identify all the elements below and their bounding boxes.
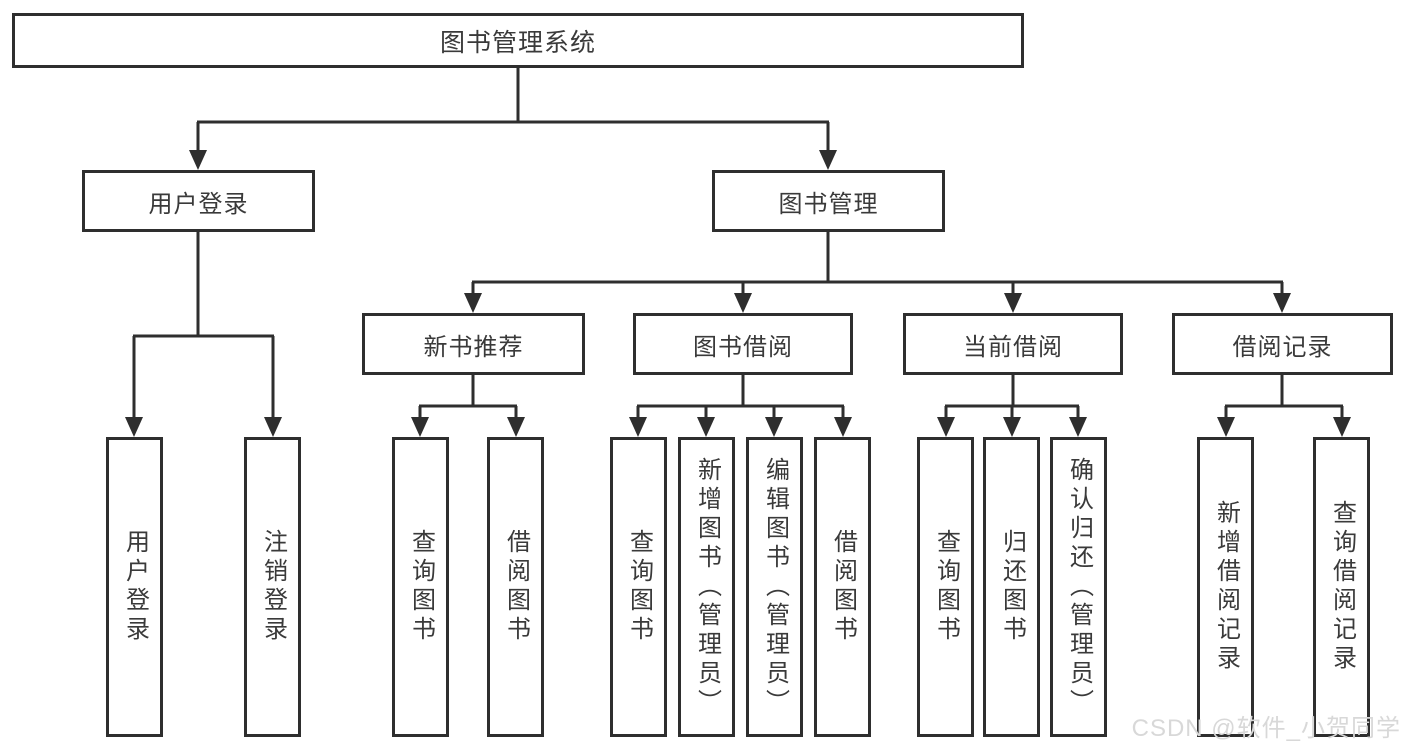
node-book-borrow: 图书借阅: [633, 313, 853, 375]
leaf-return-books: 归还图书: [983, 437, 1040, 737]
node-current-borrow: 当前借阅: [903, 313, 1123, 375]
leaf-label: 归还图书: [998, 529, 1026, 645]
leaf-borrow-books-recommend: 借阅图书: [487, 437, 544, 737]
node-new-book-recommend: 新书推荐: [362, 313, 585, 375]
node-book-management: 图书管理: [712, 170, 945, 232]
leaf-query-books-recommend: 查询图书: [392, 437, 449, 737]
leaf-label: 查询图书: [625, 529, 653, 645]
leaf-label: 查询图书: [407, 529, 435, 645]
leaf-label: 查询图书: [932, 529, 960, 645]
leaf-logout: 注销登录: [244, 437, 301, 737]
leaf-user-login: 用户登录: [106, 437, 163, 737]
leaf-add-book-admin: 新增图书（管理员）: [678, 437, 735, 737]
leaf-borrow-books-borrow: 借阅图书: [814, 437, 871, 737]
leaf-label: 借阅图书: [502, 529, 530, 645]
leaf-label: 用户登录: [121, 529, 149, 645]
leaf-add-borrow-record: 新增借阅记录: [1197, 437, 1254, 737]
leaf-query-borrow-record: 查询借阅记录: [1313, 437, 1370, 737]
leaf-label: 新增图书（管理员）: [693, 456, 721, 718]
node-library-management-system: 图书管理系统: [12, 13, 1024, 68]
leaf-label: 借阅图书: [829, 529, 857, 645]
node-user-login: 用户登录: [82, 170, 315, 232]
leaf-label: 查询借阅记录: [1328, 500, 1356, 674]
leaf-edit-book-admin: 编辑图书（管理员）: [746, 437, 803, 737]
leaf-query-books-current: 查询图书: [917, 437, 974, 737]
node-borrow-records: 借阅记录: [1172, 313, 1393, 375]
leaf-label: 新增借阅记录: [1212, 500, 1240, 674]
leaf-query-books-borrow: 查询图书: [610, 437, 667, 737]
leaf-label: 确认归还（管理员）: [1065, 456, 1093, 718]
leaf-label: 注销登录: [259, 529, 287, 645]
leaf-label: 编辑图书（管理员）: [761, 456, 789, 718]
csdn-watermark: CSDN @软件_小贺同学: [1131, 715, 1401, 742]
leaf-confirm-return-admin: 确认归还（管理员）: [1050, 437, 1107, 737]
